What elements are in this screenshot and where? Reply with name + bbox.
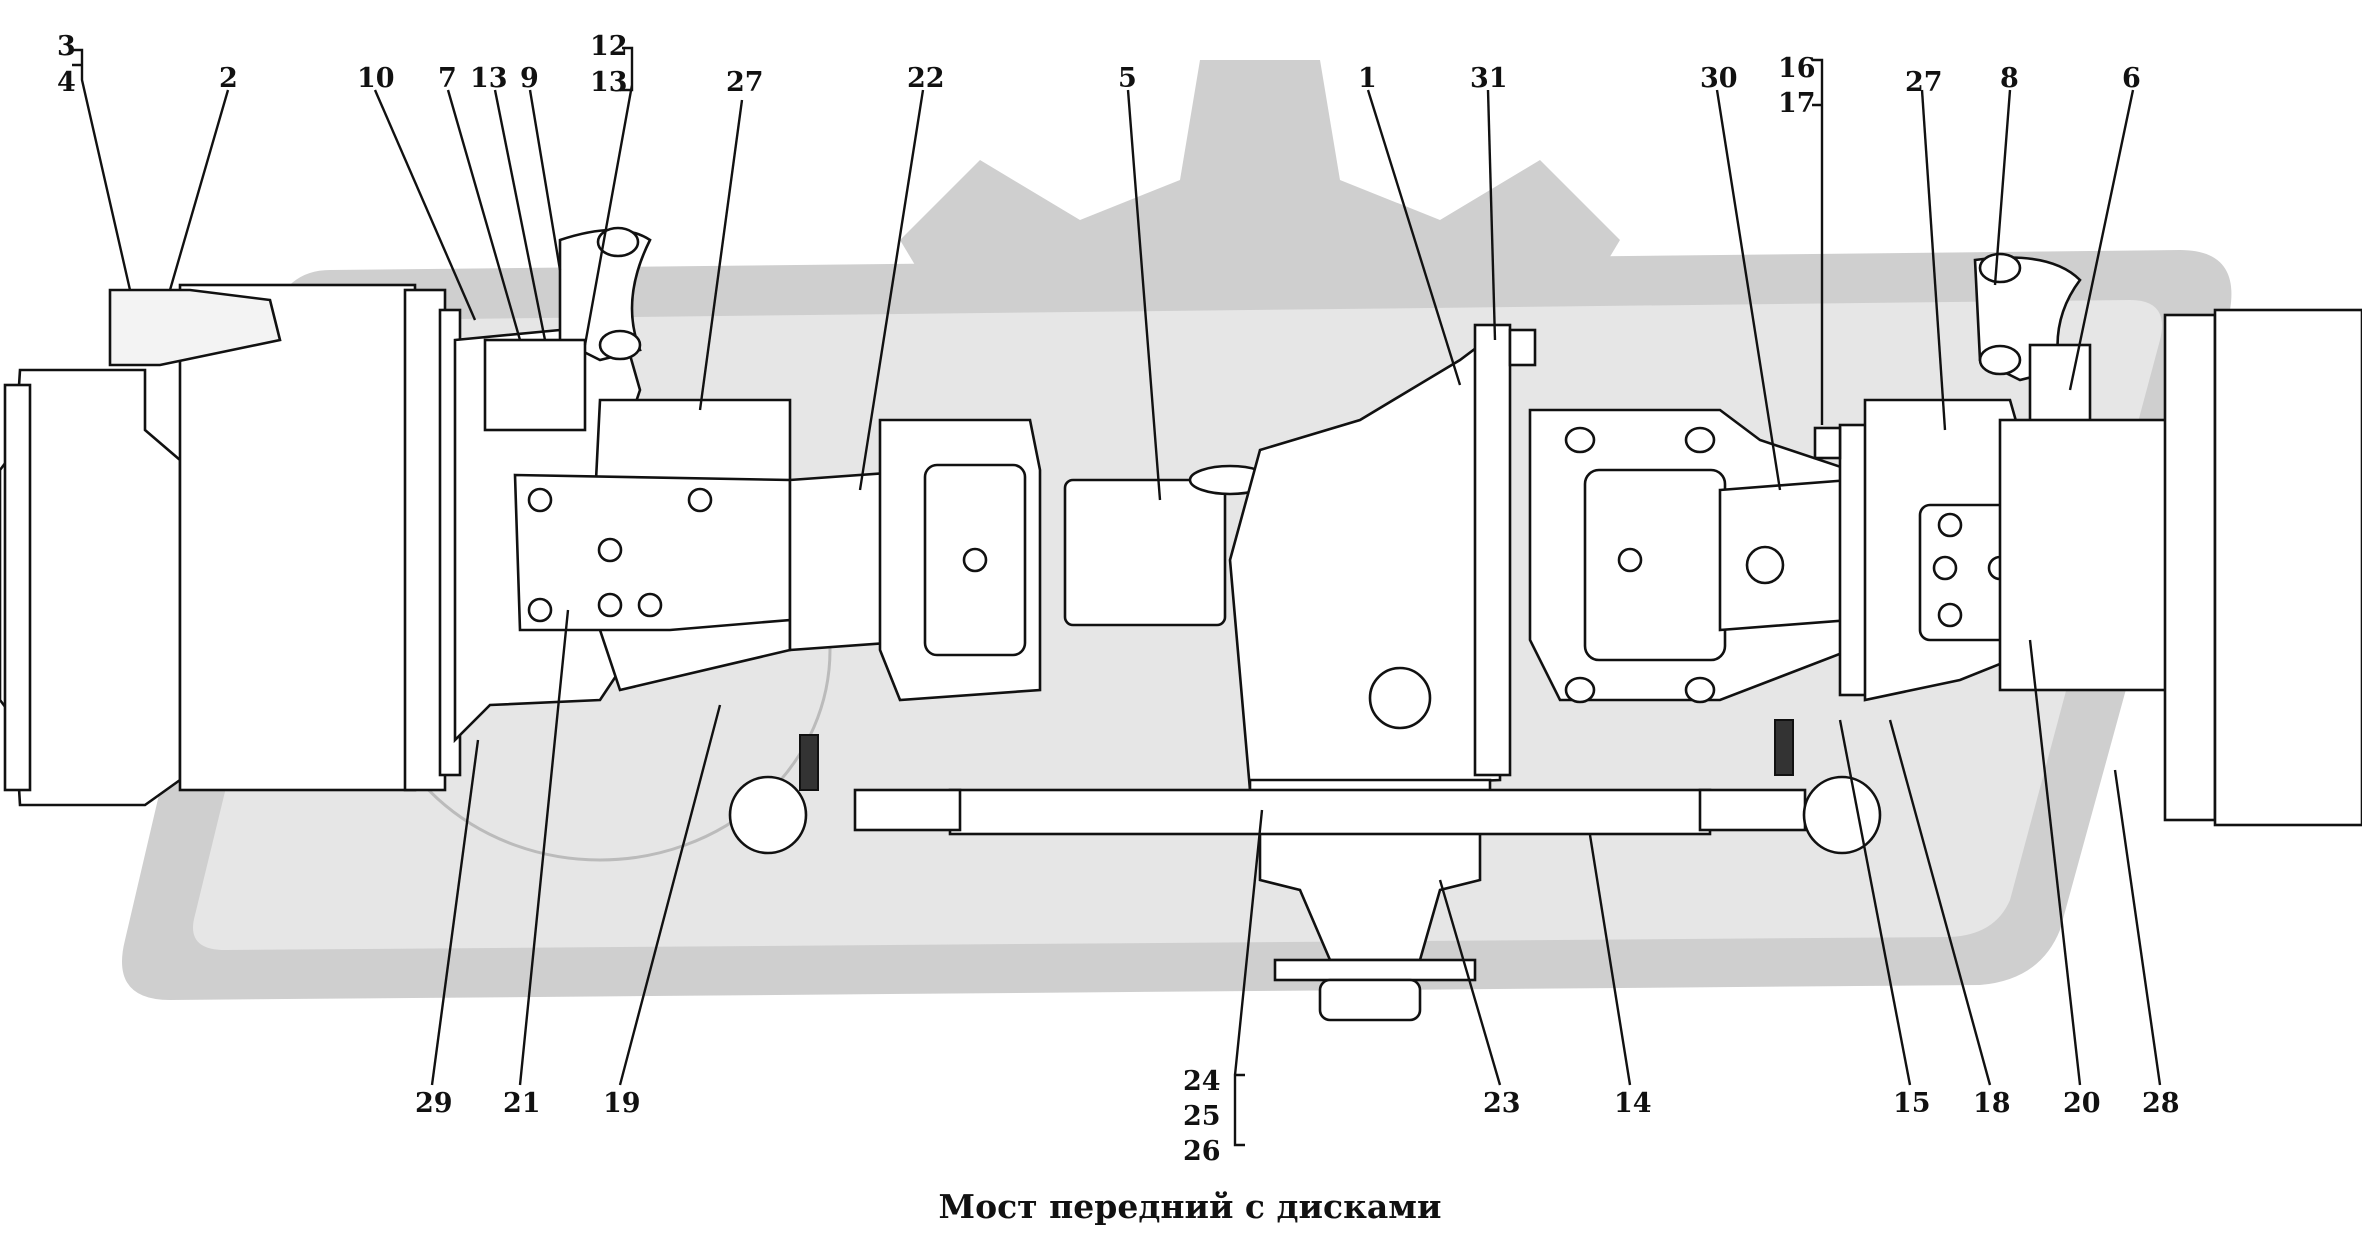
right-bolt-15 xyxy=(1774,719,1794,776)
bolt xyxy=(527,487,553,513)
callout-22: 22 xyxy=(907,63,945,94)
callout-3: 3 xyxy=(57,31,76,62)
right-disc-rim xyxy=(2163,313,2217,822)
callout-13a: 13 xyxy=(470,63,508,94)
left-hub xyxy=(0,368,182,807)
callout-25: 25 xyxy=(1183,1101,1221,1132)
callout-24: 24 xyxy=(1183,1066,1221,1097)
callout-15: 15 xyxy=(1893,1088,1931,1119)
callout-10: 10 xyxy=(357,63,395,94)
right-kingpin-bolt xyxy=(1813,426,1842,460)
right-tube-plug xyxy=(1745,545,1785,585)
callout-12: 12 xyxy=(590,31,628,62)
bolt xyxy=(1684,426,1716,454)
callout-27b: 27 xyxy=(1905,67,1943,98)
bolt xyxy=(1932,555,1958,581)
tie-rod xyxy=(948,788,1712,836)
bolt xyxy=(1617,547,1643,573)
differential-bolt xyxy=(1508,328,1537,367)
bolt xyxy=(1684,676,1716,704)
callout-18: 18 xyxy=(1973,1088,2011,1119)
callout-16: 16 xyxy=(1778,53,1816,84)
right-axle-tube-30 xyxy=(1718,478,1852,632)
left-kingpin-block xyxy=(483,338,587,432)
callout-6: 6 xyxy=(2122,63,2141,94)
right-bearing-6 xyxy=(2028,343,2092,432)
left-hub-seal xyxy=(108,288,282,367)
callout-5: 5 xyxy=(1118,63,1137,94)
callout-21: 21 xyxy=(503,1088,541,1119)
right-ball-joint-15 xyxy=(1802,775,1882,855)
bolt xyxy=(637,592,663,618)
right-wheel-hub xyxy=(1998,418,2172,692)
tie-rod-end-right xyxy=(1698,788,1807,832)
bolt xyxy=(687,487,713,513)
callout-labels: 3 4 2 10 7 13 9 12 13 27 22 5 1 31 30 16… xyxy=(57,31,2180,1167)
callout-28: 28 xyxy=(2142,1088,2180,1119)
callout-14: 14 xyxy=(1614,1088,1652,1119)
callout-30: 30 xyxy=(1700,63,1738,94)
left-arm-eye-lower xyxy=(598,329,642,361)
leader-lines xyxy=(72,46,2162,1147)
differential-flange xyxy=(1473,323,1512,777)
callout-26: 26 xyxy=(1183,1136,1221,1167)
right-spring-seat xyxy=(1583,468,1727,662)
callout-27a: 27 xyxy=(726,67,764,98)
right-arm-eye-lower xyxy=(1978,344,2022,376)
bolt xyxy=(962,547,988,573)
callout-7: 7 xyxy=(438,63,457,94)
callout-8: 8 xyxy=(2000,63,2019,94)
callout-23: 23 xyxy=(1483,1088,1521,1119)
right-arm-eye-upper xyxy=(1978,252,2022,284)
callout-31: 31 xyxy=(1470,63,1508,94)
pinion-flange xyxy=(1273,958,1477,982)
callout-20: 20 xyxy=(2063,1088,2101,1119)
diagram-caption: Мост передний с дисками xyxy=(939,1187,1442,1226)
right-wheel-disc xyxy=(2213,308,2362,827)
left-hub-flange xyxy=(3,383,32,792)
left-bolt-19 xyxy=(799,734,819,791)
front-axle-drawing xyxy=(0,226,2362,1022)
callout-9: 9 xyxy=(520,63,539,94)
left-disc-rim xyxy=(403,288,447,792)
callout-4: 4 xyxy=(57,67,76,98)
bolt xyxy=(1564,676,1596,704)
bolt xyxy=(1937,602,1963,628)
callout-2: 2 xyxy=(219,63,238,94)
callout-17: 17 xyxy=(1778,88,1816,119)
callout-1: 1 xyxy=(1358,63,1377,94)
left-ball-joint-19 xyxy=(728,775,808,855)
left-wheel-disc xyxy=(178,283,417,792)
callout-19: 19 xyxy=(603,1088,641,1119)
bolt xyxy=(597,537,623,563)
bolt xyxy=(527,597,553,623)
left-arm-eye-upper xyxy=(596,226,640,258)
bolt xyxy=(1937,512,1963,538)
callout-29: 29 xyxy=(415,1088,453,1119)
callout-13b: 13 xyxy=(590,67,628,98)
bolt xyxy=(1564,426,1596,454)
center-tube-5 xyxy=(1063,478,1227,627)
left-plate-21 xyxy=(513,473,792,632)
pinion-nut xyxy=(1318,978,1422,1022)
bolt xyxy=(597,592,623,618)
tie-rod-end-left xyxy=(853,788,962,832)
differential-plug xyxy=(1368,666,1432,730)
